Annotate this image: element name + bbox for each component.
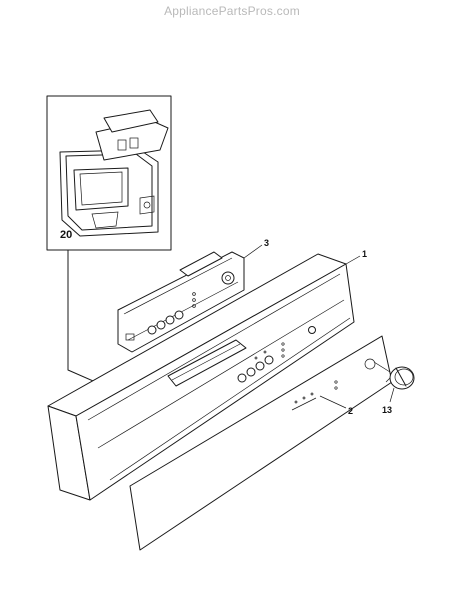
leader-1 xyxy=(345,255,361,265)
part-3-control-board[interactable] xyxy=(117,251,245,353)
watermark-text: AppliancePartsPros.com xyxy=(164,4,300,18)
callout-2: 2 xyxy=(348,406,353,416)
part-1-control-panel[interactable] xyxy=(47,253,355,501)
leader-knob-hole xyxy=(373,361,391,373)
callout-13: 13 xyxy=(382,405,392,415)
callout-3: 3 xyxy=(264,238,269,248)
part-13-knob[interactable] xyxy=(385,366,415,390)
leader-3 xyxy=(243,244,263,259)
leader-13 xyxy=(389,387,395,403)
callout-1: 1 xyxy=(362,249,367,259)
leader-2 xyxy=(319,395,347,409)
callout-20: 20 xyxy=(60,229,72,241)
inset-leader-line xyxy=(67,249,101,385)
part-20-bracket[interactable] xyxy=(59,109,169,237)
inset-detail-box: 20 xyxy=(46,95,172,251)
